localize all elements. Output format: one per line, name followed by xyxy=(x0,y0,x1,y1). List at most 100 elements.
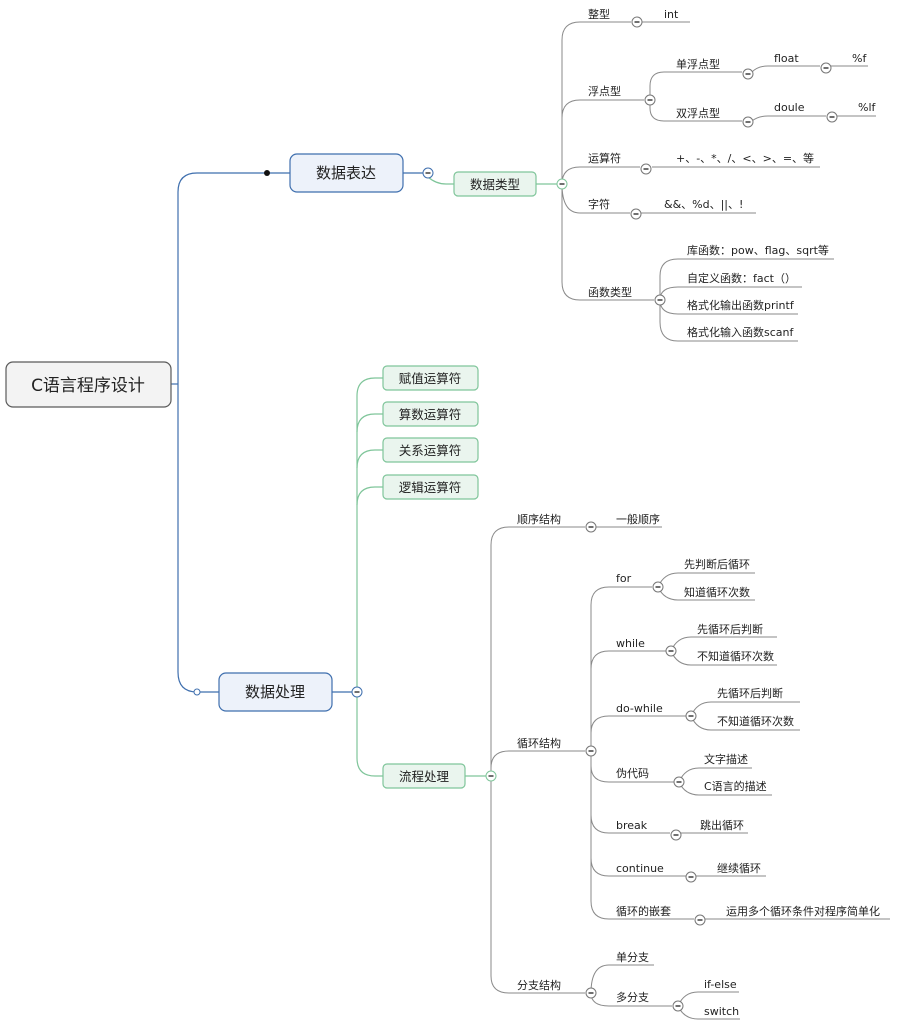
leaf-while-item[interactable]: 不知道循环次数 xyxy=(697,649,774,663)
leaf-functions[interactable]: 函数类型 xyxy=(588,285,632,299)
connector-double-float xyxy=(649,100,742,122)
leaf-do-while-item[interactable]: 不知道循环次数 xyxy=(717,714,794,728)
collapse-toggle-icon[interactable] xyxy=(630,208,642,220)
subtopic-label: 逻辑运算符 xyxy=(399,480,462,495)
leaf-continue[interactable]: continue xyxy=(616,862,664,875)
collapse-toggle-icon[interactable] xyxy=(685,871,697,883)
collapse-toggle-icon[interactable] xyxy=(665,645,677,657)
leaf-pseudo-item[interactable]: C语言的描述 xyxy=(704,779,767,793)
leaf-do-while-item[interactable]: 先循环后判断 xyxy=(717,686,783,700)
collapse-toggle-icon[interactable] xyxy=(826,111,838,123)
subtopic-data-types[interactable]: 数据类型 xyxy=(453,171,537,197)
collapse-toggle-icon[interactable] xyxy=(556,178,568,190)
leaf-for-item[interactable]: 先判断后循环 xyxy=(684,557,750,571)
connector-do-while-1 xyxy=(690,701,800,717)
connector-loop xyxy=(490,750,585,776)
leaf-function-item[interactable]: 格式化输入函数scanf xyxy=(687,325,794,339)
subtopic-relation-operator[interactable]: 关系运算符 xyxy=(382,437,479,463)
leaf-pseudo-item[interactable]: 文字描述 xyxy=(704,752,748,766)
leaf-break[interactable]: break xyxy=(616,819,648,832)
collapse-toggle-icon[interactable] xyxy=(422,167,434,179)
connector-if-else xyxy=(677,991,739,1007)
collapse-toggle-icon[interactable] xyxy=(654,294,666,306)
subtopic-label: 关系运算符 xyxy=(399,443,462,458)
collapse-toggle-icon[interactable] xyxy=(631,16,643,28)
leaf-function-item[interactable]: 库函数：pow、flag、sqrt等 xyxy=(687,243,829,257)
collapse-toggle-icon[interactable] xyxy=(585,987,597,999)
collapse-toggle-icon[interactable] xyxy=(742,116,754,128)
leaf-single-branch[interactable]: 单分支 xyxy=(616,951,649,964)
collapse-toggle-icon[interactable] xyxy=(640,163,652,175)
connector-operators xyxy=(561,166,640,185)
leaf-int[interactable]: int xyxy=(664,8,679,21)
leaf-pct-lf[interactable]: %lf xyxy=(858,101,877,114)
leaf-operators[interactable]: 运算符 xyxy=(588,151,621,165)
leaf-operators-value[interactable]: +、-、*、/、<、>、=、等 xyxy=(676,151,814,165)
collapse-toggle-icon[interactable] xyxy=(585,745,597,757)
subtopic-logic-operator[interactable]: 逻辑运算符 xyxy=(382,474,479,500)
leaf-loop[interactable]: 循环结构 xyxy=(517,736,561,750)
subtopic-flow-processing[interactable]: 流程处理 xyxy=(382,763,466,789)
leaf-continue-child[interactable]: 继续循环 xyxy=(717,861,761,875)
leaf-function-item[interactable]: 格式化输出函数printf xyxy=(687,298,795,312)
topic-label: 数据表达 xyxy=(316,164,376,182)
leaf-characters-value[interactable]: &&、%d、||、! xyxy=(664,198,743,211)
collapse-toggle-icon[interactable] xyxy=(585,521,597,533)
leaf-sequence[interactable]: 顺序结构 xyxy=(517,512,561,526)
collapse-toggle-icon[interactable] xyxy=(670,829,682,841)
connector-functions xyxy=(561,184,654,301)
topic-data-expression[interactable]: 数据表达 xyxy=(289,153,404,193)
leaf-characters[interactable]: 字符 xyxy=(588,197,610,211)
collapse-toggle-icon[interactable] xyxy=(485,770,497,782)
collapse-toggle-icon[interactable] xyxy=(820,62,832,74)
leaf-integer[interactable]: 整型 xyxy=(588,7,610,21)
connector-flow xyxy=(356,692,383,777)
leaf-switch[interactable]: switch xyxy=(704,1005,739,1018)
leaf-doule[interactable]: doule xyxy=(774,101,805,114)
leaf-labels: 整型 int 浮点型 单浮点型 float %f 双浮点型 doule %lf … xyxy=(517,7,880,1018)
leaf-floating[interactable]: 浮点型 xyxy=(588,84,621,98)
connector-sequence xyxy=(490,526,585,776)
collapse-toggle-icon[interactable] xyxy=(694,914,706,926)
connector-nested xyxy=(590,751,694,920)
leaf-function-item[interactable]: 自定义函数：fact（） xyxy=(687,271,796,285)
leaf-if-else[interactable]: if-else xyxy=(704,978,737,991)
leaf-pct-f[interactable]: %f xyxy=(852,52,867,65)
leaf-branch[interactable]: 分支结构 xyxy=(517,978,561,992)
connectors xyxy=(171,21,890,1020)
leaf-while[interactable]: while xyxy=(616,637,645,650)
collapse-toggle-icon[interactable] xyxy=(672,1000,684,1012)
connector-doule xyxy=(751,115,826,122)
leaf-pseudo[interactable]: 伪代码 xyxy=(616,767,649,780)
collapse-toggle-icon[interactable] xyxy=(652,581,664,593)
leaf-do-while[interactable]: do-while xyxy=(616,702,663,715)
leaf-break-child[interactable]: 跳出循环 xyxy=(700,818,744,832)
leaf-general-sequence[interactable]: 一般顺序 xyxy=(616,512,660,526)
leaf-single-float[interactable]: 单浮点型 xyxy=(676,57,720,71)
subtopic-assign-operator[interactable]: 赋值运算符 xyxy=(382,365,479,391)
leaf-for[interactable]: for xyxy=(616,572,632,585)
connector-root-to-data-expression xyxy=(177,172,290,384)
collapse-toggle-icon[interactable] xyxy=(644,94,656,106)
connector-logic-op xyxy=(356,486,383,506)
connector-while xyxy=(590,650,666,670)
collapse-toggle-icon[interactable] xyxy=(673,776,685,788)
collapse-toggle-icon[interactable] xyxy=(742,68,754,80)
leaf-for-item[interactable]: 知道循环次数 xyxy=(684,585,750,599)
topic-data-processing[interactable]: 数据处理 xyxy=(218,672,333,712)
leaf-nested-child[interactable]: 运用多个循环条件对程序简单化 xyxy=(726,904,880,918)
leaf-float[interactable]: float xyxy=(774,52,799,65)
joint-dot xyxy=(264,170,270,176)
leaf-double-float[interactable]: 双浮点型 xyxy=(676,106,720,120)
root-node[interactable]: C语言程序设计 xyxy=(5,361,172,408)
connector-root-to-data-processing xyxy=(177,384,219,693)
leaf-multi-branch[interactable]: 多分支 xyxy=(616,990,649,1004)
collapse-toggle-icon[interactable] xyxy=(351,686,363,698)
leaf-nested[interactable]: 循环的嵌套 xyxy=(616,904,671,918)
leaf-while-item[interactable]: 先循环后判断 xyxy=(697,622,763,636)
joint-dot-open xyxy=(193,688,201,696)
connector-arith-op xyxy=(356,413,383,433)
subtopic-arith-operator[interactable]: 算数运算符 xyxy=(382,401,479,427)
collapse-toggle-icon[interactable] xyxy=(685,710,697,722)
connector-floating xyxy=(561,99,644,184)
